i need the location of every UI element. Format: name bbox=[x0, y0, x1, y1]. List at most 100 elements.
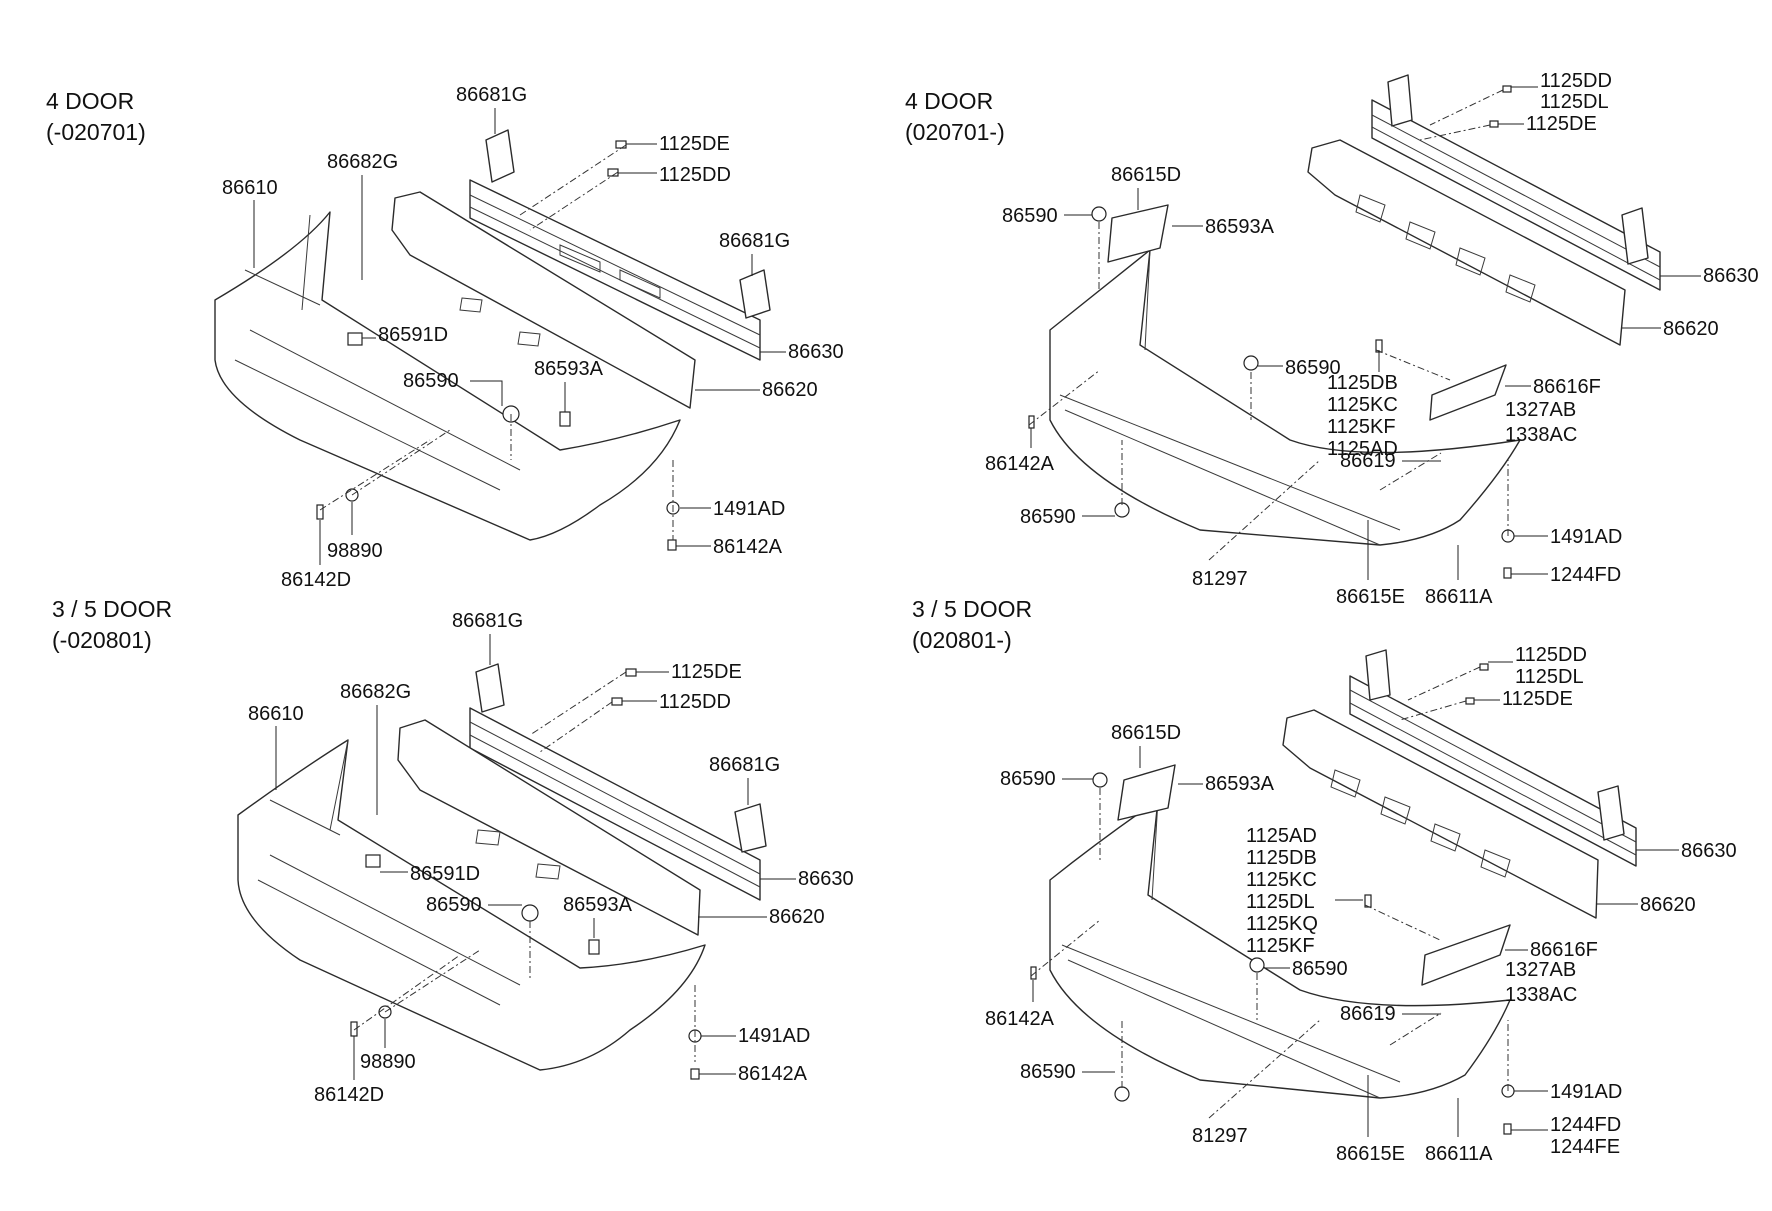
section-title: 4 DOOR bbox=[46, 88, 134, 114]
bolt-icon bbox=[1479, 663, 1489, 671]
part-label: 86591D bbox=[410, 863, 480, 885]
part-label: 1125DD bbox=[659, 164, 731, 186]
part-label: 86142A bbox=[985, 453, 1055, 475]
bolt-icon bbox=[316, 504, 324, 520]
part-label: 86619 bbox=[1340, 1003, 1396, 1025]
bolt-icon bbox=[611, 697, 623, 706]
part-label: 1338AC bbox=[1505, 424, 1577, 446]
part-label: 1125AD bbox=[1246, 825, 1317, 847]
cover-bracket bbox=[1107, 204, 1169, 263]
part-label: 1125DD bbox=[1515, 644, 1587, 666]
bracket-left bbox=[1365, 649, 1391, 701]
bumper-beam bbox=[469, 707, 761, 901]
bumper-cover bbox=[237, 739, 706, 1071]
part-label: 86590 bbox=[1002, 205, 1058, 227]
clip-icon bbox=[1249, 957, 1265, 973]
bolt-icon bbox=[1503, 1123, 1512, 1135]
part-label: 1125DL bbox=[1515, 666, 1584, 688]
part-label: 86616F bbox=[1533, 376, 1601, 398]
part-label: 1125DD bbox=[1540, 70, 1612, 92]
part-label: 86682G bbox=[327, 151, 398, 173]
bolt-icon bbox=[1465, 697, 1475, 705]
bumper-beam bbox=[1371, 99, 1661, 291]
section-subtitle: (020701-) bbox=[905, 119, 1005, 145]
part-label: 86682G bbox=[340, 681, 411, 703]
part-label: 86593A bbox=[563, 894, 633, 916]
part-label: 86142A bbox=[713, 536, 783, 558]
part-label: 86681G bbox=[452, 610, 523, 632]
bracket-left bbox=[1387, 74, 1413, 127]
part-label: 86681G bbox=[456, 84, 527, 106]
part-label: 86630 bbox=[798, 868, 854, 890]
part-label: 86620 bbox=[1663, 318, 1719, 340]
part-label: 1125DE bbox=[1526, 113, 1597, 135]
part-label: 1125KF bbox=[1327, 416, 1396, 438]
part-label: 86590 bbox=[1020, 1061, 1076, 1083]
clip-icon bbox=[559, 411, 571, 427]
part-label: 86593A bbox=[534, 358, 604, 380]
energy-absorber bbox=[397, 719, 701, 936]
clip-icon bbox=[521, 904, 539, 922]
bolt-icon bbox=[1364, 894, 1372, 908]
clip-icon bbox=[588, 939, 600, 955]
bolt-icon bbox=[1030, 966, 1037, 980]
bracket-right bbox=[739, 269, 771, 319]
clip-icon bbox=[1243, 355, 1259, 371]
part-label: 1491AD bbox=[738, 1025, 810, 1047]
nut-icon bbox=[365, 854, 381, 868]
part-label: 98890 bbox=[360, 1051, 416, 1073]
part-label: 86590 bbox=[403, 370, 459, 392]
part-label: 86610 bbox=[248, 703, 304, 725]
bolt-icon bbox=[1489, 120, 1499, 128]
section-title: 4 DOOR bbox=[905, 88, 993, 114]
part-label: 86590 bbox=[1020, 506, 1076, 528]
section-4door-early: 4 DOOR (-020701) 86681G bbox=[46, 84, 844, 591]
part-label: 86142A bbox=[738, 1063, 808, 1085]
part-label: 86590 bbox=[426, 894, 482, 916]
part-label: 86620 bbox=[769, 906, 825, 928]
part-label: 1125DE bbox=[1502, 688, 1573, 710]
bracket-left bbox=[485, 129, 515, 183]
cover-bracket bbox=[1117, 764, 1176, 821]
part-label: 1125KQ bbox=[1246, 913, 1318, 935]
part-label: 86590 bbox=[1285, 357, 1341, 379]
bumper-cover bbox=[214, 211, 681, 541]
part-label: 1125DB bbox=[1327, 372, 1398, 394]
nut-icon bbox=[347, 332, 363, 346]
part-label: 1491AD bbox=[1550, 1081, 1622, 1103]
part-label: 1125DB bbox=[1246, 847, 1317, 869]
part-label: 1125DL bbox=[1540, 91, 1609, 113]
part-label: 86590 bbox=[1292, 958, 1348, 980]
bolt-icon bbox=[1502, 85, 1512, 93]
part-label: 1338AC bbox=[1505, 984, 1577, 1006]
part-label: 86615E bbox=[1336, 586, 1405, 608]
clip-icon bbox=[1114, 1086, 1130, 1102]
part-label: 86619 bbox=[1340, 450, 1396, 472]
part-label: 1125DD bbox=[659, 691, 731, 713]
part-label: 86142D bbox=[314, 1084, 384, 1106]
part-label: 86620 bbox=[1640, 894, 1696, 916]
section-4door-late: 4 DOOR (020701-) 1125DD 1125DL 1125DE bbox=[905, 70, 1759, 608]
part-label: 1244FE bbox=[1550, 1136, 1620, 1158]
part-label: 86590 bbox=[1000, 768, 1056, 790]
section-subtitle: (-020701) bbox=[46, 119, 146, 145]
part-label: 86681G bbox=[719, 230, 790, 252]
energy-absorber bbox=[1307, 139, 1626, 346]
part-label: 98890 bbox=[327, 540, 383, 562]
part-label: 1125KC bbox=[1327, 394, 1398, 416]
part-label: 86615E bbox=[1336, 1143, 1405, 1165]
part-label: 86630 bbox=[1681, 840, 1737, 862]
bumper-beam bbox=[469, 179, 761, 361]
cover-bracket bbox=[1429, 364, 1507, 421]
part-label: 86591D bbox=[378, 324, 448, 346]
section-subtitle: (-020801) bbox=[52, 627, 152, 653]
bolt-icon bbox=[1503, 567, 1512, 579]
energy-absorber bbox=[1282, 709, 1599, 919]
bolt-icon bbox=[690, 1068, 700, 1080]
part-label: 1125DE bbox=[659, 133, 730, 155]
part-label: 86615D bbox=[1111, 164, 1181, 186]
section-35door-late: 3 / 5 DOOR (020801-) 1125DD 1125DL 1125D… bbox=[912, 596, 1737, 1165]
part-label: 1125AD bbox=[1327, 438, 1398, 460]
cover-bracket bbox=[1421, 924, 1511, 986]
